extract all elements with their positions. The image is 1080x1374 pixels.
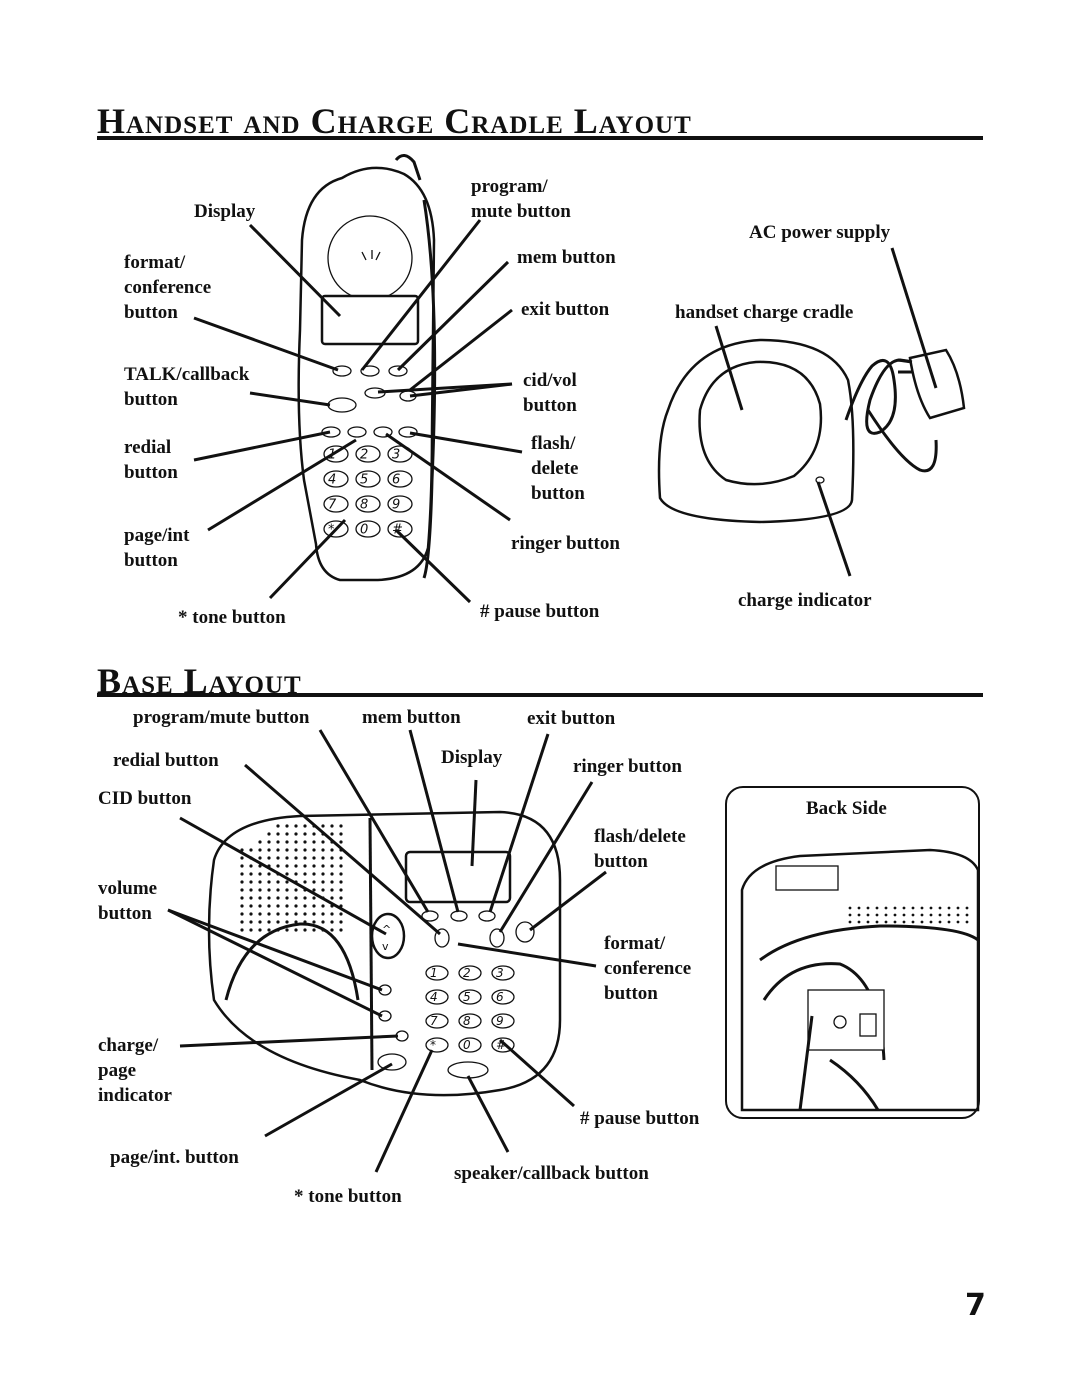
key-0: 0 bbox=[458, 1037, 482, 1053]
base-label-page-int: page/int. button bbox=[110, 1147, 239, 1168]
key-1: 1 bbox=[425, 965, 449, 981]
key-star: * bbox=[425, 1037, 449, 1053]
svg-text:3: 3 bbox=[392, 447, 400, 462]
base-label-charge-page-indicator: charge/ page indicator bbox=[98, 1035, 172, 1106]
base-label-flash-delete: flash/delete button bbox=[594, 826, 686, 872]
svg-text:7: 7 bbox=[430, 1014, 438, 1028]
svg-text:*: * bbox=[430, 1038, 436, 1052]
svg-text:5: 5 bbox=[360, 472, 368, 487]
key-2: 2 bbox=[355, 445, 381, 463]
handset-label-display: Display bbox=[194, 201, 256, 222]
label-handset-charge-cradle: handset charge cradle bbox=[675, 302, 854, 323]
svg-text:2: 2 bbox=[463, 966, 471, 980]
svg-text:1: 1 bbox=[430, 966, 438, 980]
handset-label-page-int: page/int button bbox=[124, 525, 190, 571]
svg-text:3: 3 bbox=[496, 966, 504, 980]
handset-display-screen bbox=[320, 294, 420, 346]
base-leader-lines bbox=[167, 729, 607, 1173]
svg-text:9: 9 bbox=[496, 1014, 504, 1028]
handset-label-tone: * tone button bbox=[178, 607, 286, 628]
back-side-illustration bbox=[740, 848, 980, 1112]
svg-text:8: 8 bbox=[463, 1014, 471, 1028]
svg-text:*: * bbox=[328, 522, 335, 537]
base-label-display: Display bbox=[441, 747, 503, 768]
base-label-redial: redial button bbox=[113, 750, 219, 771]
handset-label-exit: exit button bbox=[521, 299, 610, 320]
svg-text:7: 7 bbox=[328, 497, 337, 512]
svg-text:0: 0 bbox=[463, 1038, 471, 1052]
base-label-format-conference: format/ conference button bbox=[604, 933, 692, 1004]
handset-leader-lines bbox=[193, 219, 523, 604]
charge-cradle-illustration bbox=[657, 338, 966, 524]
key-9: 9 bbox=[491, 1013, 515, 1029]
base-label-pause: # pause button bbox=[580, 1108, 700, 1129]
handset-section-heading: Handset and Charge Cradle Layout bbox=[97, 101, 692, 141]
base-section-rule bbox=[97, 693, 983, 697]
back-side-inset bbox=[725, 786, 980, 1119]
cradle-leader-lines bbox=[714, 247, 938, 577]
key-9: 9 bbox=[387, 495, 413, 513]
base-label-speaker-callback: speaker/callback button bbox=[454, 1163, 649, 1184]
svg-text:^: ^ bbox=[382, 923, 391, 936]
handset-section-rule bbox=[97, 136, 983, 140]
label-ac-power-supply: AC power supply bbox=[749, 222, 891, 243]
key-5: 5 bbox=[458, 989, 482, 1005]
svg-text:4: 4 bbox=[430, 990, 438, 1004]
handset-label-ringer: ringer button bbox=[511, 533, 620, 554]
svg-text:6: 6 bbox=[496, 990, 504, 1004]
key-8: 8 bbox=[355, 495, 381, 513]
svg-text:5: 5 bbox=[463, 990, 471, 1004]
key-5: 5 bbox=[355, 470, 381, 488]
svg-text:2: 2 bbox=[360, 447, 368, 462]
svg-text:8: 8 bbox=[360, 497, 368, 512]
key-7: 7 bbox=[323, 495, 349, 513]
key-4: 4 bbox=[323, 470, 349, 488]
base-label-tone: * tone button bbox=[294, 1186, 402, 1207]
base-label-ringer: ringer button bbox=[573, 756, 682, 777]
back-side-label: Back Side bbox=[806, 798, 887, 819]
key-3: 3 bbox=[491, 965, 515, 981]
handset-label-program-mute: program/ mute button bbox=[471, 176, 571, 222]
base-label-exit: exit button bbox=[527, 708, 616, 729]
handset-label-cid-vol: cid/vol button bbox=[523, 370, 577, 416]
base-label-volume: volume button bbox=[98, 878, 158, 924]
svg-text:9: 9 bbox=[392, 497, 400, 512]
base-label-cid: CID button bbox=[98, 788, 192, 809]
base-keypad: 1 2 3 4 5 6 7 8 9 * 0 # bbox=[425, 965, 515, 1053]
page-number: 7 bbox=[965, 1288, 986, 1323]
base-volume-rocker bbox=[370, 912, 406, 960]
key-6: 6 bbox=[491, 989, 515, 1005]
svg-text:6: 6 bbox=[392, 472, 400, 487]
svg-text:#: # bbox=[496, 1038, 506, 1052]
handset-label-redial: redial button bbox=[124, 437, 178, 483]
handset-label-pause: # pause button bbox=[480, 601, 600, 622]
handset-label-talk-callback: TALK/callback button bbox=[124, 364, 250, 410]
handset-label-format-conference: format/ conference button bbox=[124, 252, 212, 323]
base-label-program-mute: program/mute button bbox=[133, 707, 310, 728]
handset-label-mem: mem button bbox=[517, 247, 616, 268]
key-0: 0 bbox=[355, 520, 381, 538]
key-7: 7 bbox=[425, 1013, 449, 1029]
speaker-grille bbox=[240, 824, 343, 932]
svg-text:v: v bbox=[382, 940, 389, 953]
key-4: 4 bbox=[425, 989, 449, 1005]
svg-text:4: 4 bbox=[328, 472, 336, 487]
key-3: 3 bbox=[387, 445, 413, 463]
label-charge-indicator: charge indicator bbox=[738, 590, 872, 611]
svg-text:0: 0 bbox=[360, 522, 368, 537]
key-8: 8 bbox=[458, 1013, 482, 1029]
handset-label-flash-delete: flash/ delete button bbox=[531, 433, 585, 504]
base-label-mem: mem button bbox=[362, 707, 461, 728]
key-2: 2 bbox=[458, 965, 482, 981]
key-6: 6 bbox=[387, 470, 413, 488]
